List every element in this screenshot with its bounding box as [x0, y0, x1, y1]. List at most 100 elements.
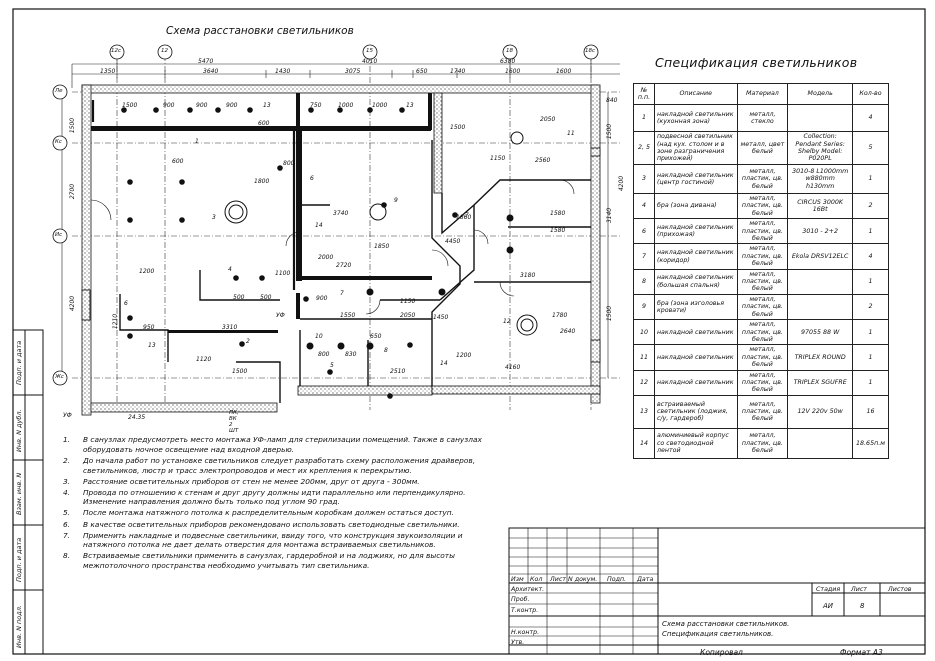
- dim-label: 1200: [139, 268, 155, 275]
- tb-sheet-value: 8: [860, 602, 865, 610]
- dim-label: 3310: [222, 324, 238, 331]
- dim-label: 1150: [490, 155, 506, 162]
- marker-label: 6: [310, 175, 314, 182]
- spec-cell-desc: бра (зона изголовья кровати): [653, 293, 738, 321]
- spec-header-qty: Кол-во: [852, 83, 889, 105]
- marker-label: 14: [315, 222, 323, 229]
- marker-label: 8: [384, 347, 388, 354]
- marker-label: 14: [440, 360, 448, 367]
- spec-header-row: № п.п. Описание Материал Модель Кол-во: [633, 83, 889, 105]
- spec-cell-material: металл, стекло: [736, 104, 789, 132]
- spec-cell-model: [787, 427, 853, 459]
- dim-label: 1120: [196, 356, 212, 363]
- note-number: 6.: [63, 519, 71, 529]
- dim-label: 2510: [390, 368, 406, 375]
- dim-label: 1600: [505, 68, 521, 75]
- pk-label: ПК, ВК 2 ШТ: [229, 410, 239, 434]
- spec-cell-model: Collection: Pendant Series: Shelby Model…: [787, 131, 853, 165]
- spec-cell-material: металл, пластик, цв. белый: [736, 369, 789, 396]
- spec-cell-num: 13: [633, 394, 655, 429]
- note-number: 4.: [63, 487, 71, 497]
- spec-table: № п.п. Описание Материал Модель Кол-во 1…: [633, 83, 889, 459]
- dim-label: 1500: [69, 117, 77, 134]
- spec-cell-desc: алюминиевый корпус со светодиодной ленто…: [653, 427, 738, 459]
- dim-label: 6380: [500, 58, 516, 65]
- dim-label: 4200: [69, 295, 77, 312]
- spec-cell-qty: 4: [852, 104, 889, 132]
- dim-label: 950: [143, 324, 155, 331]
- spec-cell-material: металл, пластик, цв. белый: [736, 268, 789, 295]
- note-item: 5. После монтажа натяжного потолка к расп…: [63, 508, 503, 518]
- dim-label: 1500: [606, 123, 614, 140]
- spec-cell-qty: 1: [852, 268, 889, 295]
- note-item: 8.Встраиваемые светильники применить в с…: [63, 551, 503, 570]
- spec-cell-desc: накладной светильник (коридор): [653, 243, 738, 270]
- marker-label: 13: [148, 342, 156, 349]
- spec-cell-material: металл, пластик, цв. белый: [736, 293, 789, 321]
- axis-label: Ис: [55, 232, 63, 238]
- spec-cell-num: 8: [633, 268, 655, 295]
- stamp-label: Инв. N дубл.: [15, 409, 23, 452]
- axis-label: 18: [506, 48, 513, 54]
- dim-label: 1780: [552, 312, 568, 319]
- dim-label: 2560: [535, 157, 551, 164]
- note-text: Применить накладные и подвесные светильн…: [83, 530, 463, 550]
- stamp-label: Подп. и дата: [15, 340, 23, 385]
- spec-cell-model: CIRCUS 3000K 16Bt: [787, 192, 853, 220]
- dim-label: 1500: [122, 102, 138, 109]
- note-item: 6.В качестве осветительных приборов реко…: [63, 520, 503, 530]
- dim-label: 3140: [606, 207, 614, 224]
- tb-doc-title-1: Схема расстановки светильников.: [662, 620, 790, 628]
- tb-doc-title-2: Спецификация светильников.: [662, 630, 774, 638]
- spec-cell-model: 3010 - 2+2: [787, 218, 853, 245]
- marker-label: 3: [212, 214, 216, 221]
- dim-label: 1200: [456, 352, 472, 359]
- dim-label: 900: [316, 295, 328, 302]
- stamp-label: Инв. N подл.: [15, 605, 23, 648]
- tb-role: Архитект.: [511, 586, 545, 593]
- dim-label: 650: [416, 68, 428, 75]
- tb-sheet-label: Лист: [851, 586, 867, 593]
- dim-label: 900: [196, 102, 208, 109]
- dim-label: 1580: [550, 210, 566, 217]
- note-item: 4.Провода по отношению к стенам и друг д…: [63, 488, 503, 507]
- note-number: 5.: [63, 508, 71, 518]
- tb-sheets-label: Листов: [888, 586, 912, 593]
- dim-label: 650: [370, 333, 382, 340]
- note-number: 1.: [63, 435, 71, 444]
- dim-label: 3640: [203, 68, 219, 75]
- dim-label: 1550: [340, 312, 356, 319]
- tb-col-izm: Изм: [511, 576, 524, 583]
- spec-cell-qty: 18.65п.м: [852, 427, 889, 459]
- dim-label: 2700: [69, 183, 77, 200]
- dim-label: 500: [233, 294, 245, 301]
- uf-label: УФ: [63, 412, 72, 419]
- spec-cell-model: TRIPLEX ROUND: [787, 344, 853, 371]
- note-text: После монтажа натяжного потолка к распре…: [83, 508, 454, 518]
- plan-title: Схема расстановки светильников: [166, 25, 354, 37]
- note-item: 7.Применить накладные и подвесные светил…: [63, 531, 503, 550]
- dim-label: 750: [310, 102, 322, 109]
- dim-label: 900: [163, 102, 175, 109]
- stamp-label: Подп. и дата: [15, 537, 23, 582]
- axis-label: Ле: [55, 88, 63, 94]
- tb-col-kol: Кол: [530, 576, 543, 583]
- uf-label: УФ: [276, 312, 285, 319]
- spec-cell-model: 97055 88 W: [787, 319, 853, 346]
- tb-stage-label: Стадия: [816, 586, 841, 593]
- spec-cell-material: металл, пластик, цв. белый: [736, 394, 789, 429]
- spec-cell-material: металл, пластик, цв. белый: [736, 243, 789, 270]
- spec-cell-qty: 4: [852, 243, 889, 270]
- note-text: В санузлах предусмотреть место монтажа У…: [83, 435, 482, 454]
- dim-label: 1800: [254, 178, 270, 185]
- note-number: 3.: [63, 476, 71, 486]
- marker-label: 10: [315, 333, 323, 340]
- axis-label: Кс: [55, 139, 62, 145]
- dim-label: 3740: [333, 210, 349, 217]
- marker-label: 7: [340, 290, 344, 297]
